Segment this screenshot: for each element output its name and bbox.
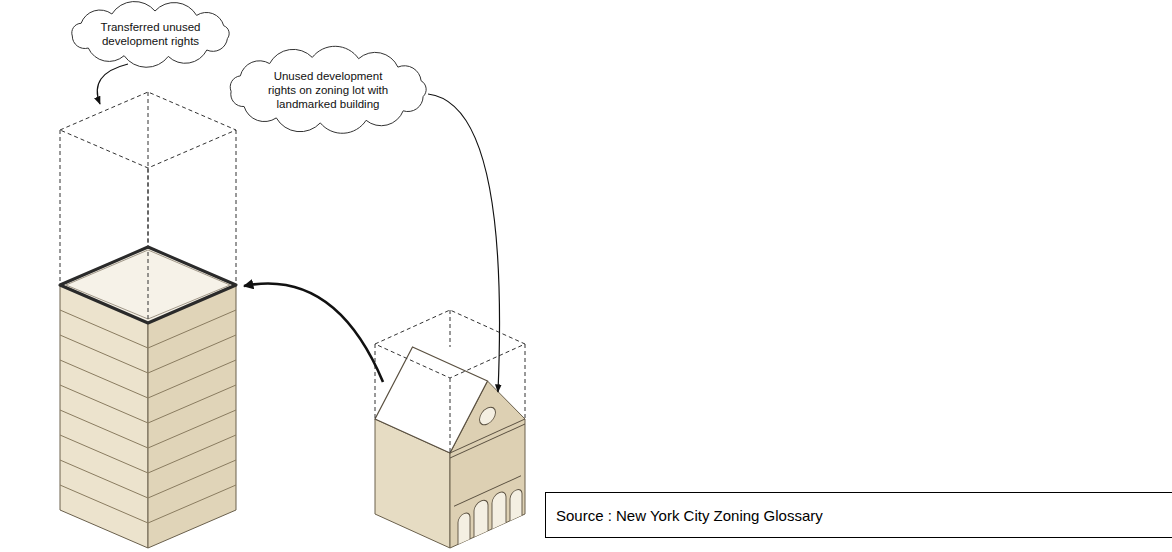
landmark-building [375, 347, 525, 548]
floor-line [60, 385, 236, 423]
tall-building [60, 247, 236, 548]
source-text: Source : New York City Zoning Glossary [556, 507, 823, 524]
arch [458, 511, 470, 544]
arch [492, 490, 506, 529]
envelope-edge [450, 310, 451, 347]
rose-window [480, 404, 496, 427]
envelope-edge [450, 378, 451, 453]
floor-line [60, 360, 236, 398]
envelope-edge [375, 344, 376, 419]
building-left-face [60, 285, 148, 548]
string-course [454, 476, 521, 506]
floor-line [60, 460, 236, 498]
callout-cloud: Unused development rights on zoning lot … [223, 49, 433, 131]
unused-envelope [375, 310, 525, 453]
callout-text: Unused development rights on zoning lot … [262, 69, 394, 111]
leader-arrow [97, 64, 128, 104]
transferred-envelope [60, 92, 236, 323]
cloud-outline [64, 3, 237, 65]
envelope-top [375, 310, 525, 378]
arch [474, 498, 488, 537]
floor-line [60, 410, 236, 448]
arch [510, 487, 522, 520]
facade-details [450, 391, 525, 548]
cloud-shape [72, 2, 229, 68]
source-box: Source : New York City Zoning Glossary [545, 492, 1172, 538]
floor-line [60, 435, 236, 473]
floor-line [60, 335, 236, 373]
landmark-roof [375, 347, 488, 453]
callout-text: Transferred unused development rights [98, 20, 204, 48]
transfer-arrow [244, 284, 383, 382]
envelope-edge [60, 130, 61, 285]
envelope-edge [148, 92, 149, 247]
envelope-edge [525, 344, 526, 419]
leader-arrow [428, 94, 500, 392]
cloud-shape [230, 46, 426, 133]
envelope-edge [236, 130, 237, 285]
floor-lines [60, 310, 236, 523]
floor-line [60, 485, 236, 523]
callout-cloud: Transferred unused development rights [64, 3, 237, 65]
cornice [450, 424, 525, 458]
building-right-face [148, 285, 236, 548]
